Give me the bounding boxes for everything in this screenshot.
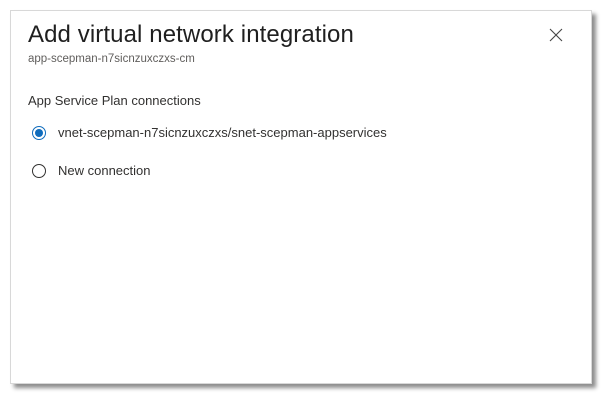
radio-circle[interactable]: [32, 163, 46, 178]
radio-new-connection[interactable]: New connection: [32, 163, 151, 178]
dialog-subtitle: app-scepman-n7sicnzuxczxs-cm: [28, 53, 195, 65]
radio-circle[interactable]: [32, 125, 46, 140]
radio-existing-connection[interactable]: vnet-scepman-n7sicnzuxczxs/snet-scepman-…: [32, 125, 387, 140]
section-label: App Service Plan connections: [28, 93, 201, 108]
dialog-title: Add virtual network integration: [28, 21, 354, 48]
add-vnet-integration-dialog: Add virtual network integration app-scep…: [10, 10, 592, 384]
close-icon: [549, 28, 563, 42]
radio-label: New connection: [58, 163, 151, 178]
radio-label: vnet-scepman-n7sicnzuxczxs/snet-scepman-…: [58, 125, 387, 140]
close-button[interactable]: [548, 27, 564, 43]
